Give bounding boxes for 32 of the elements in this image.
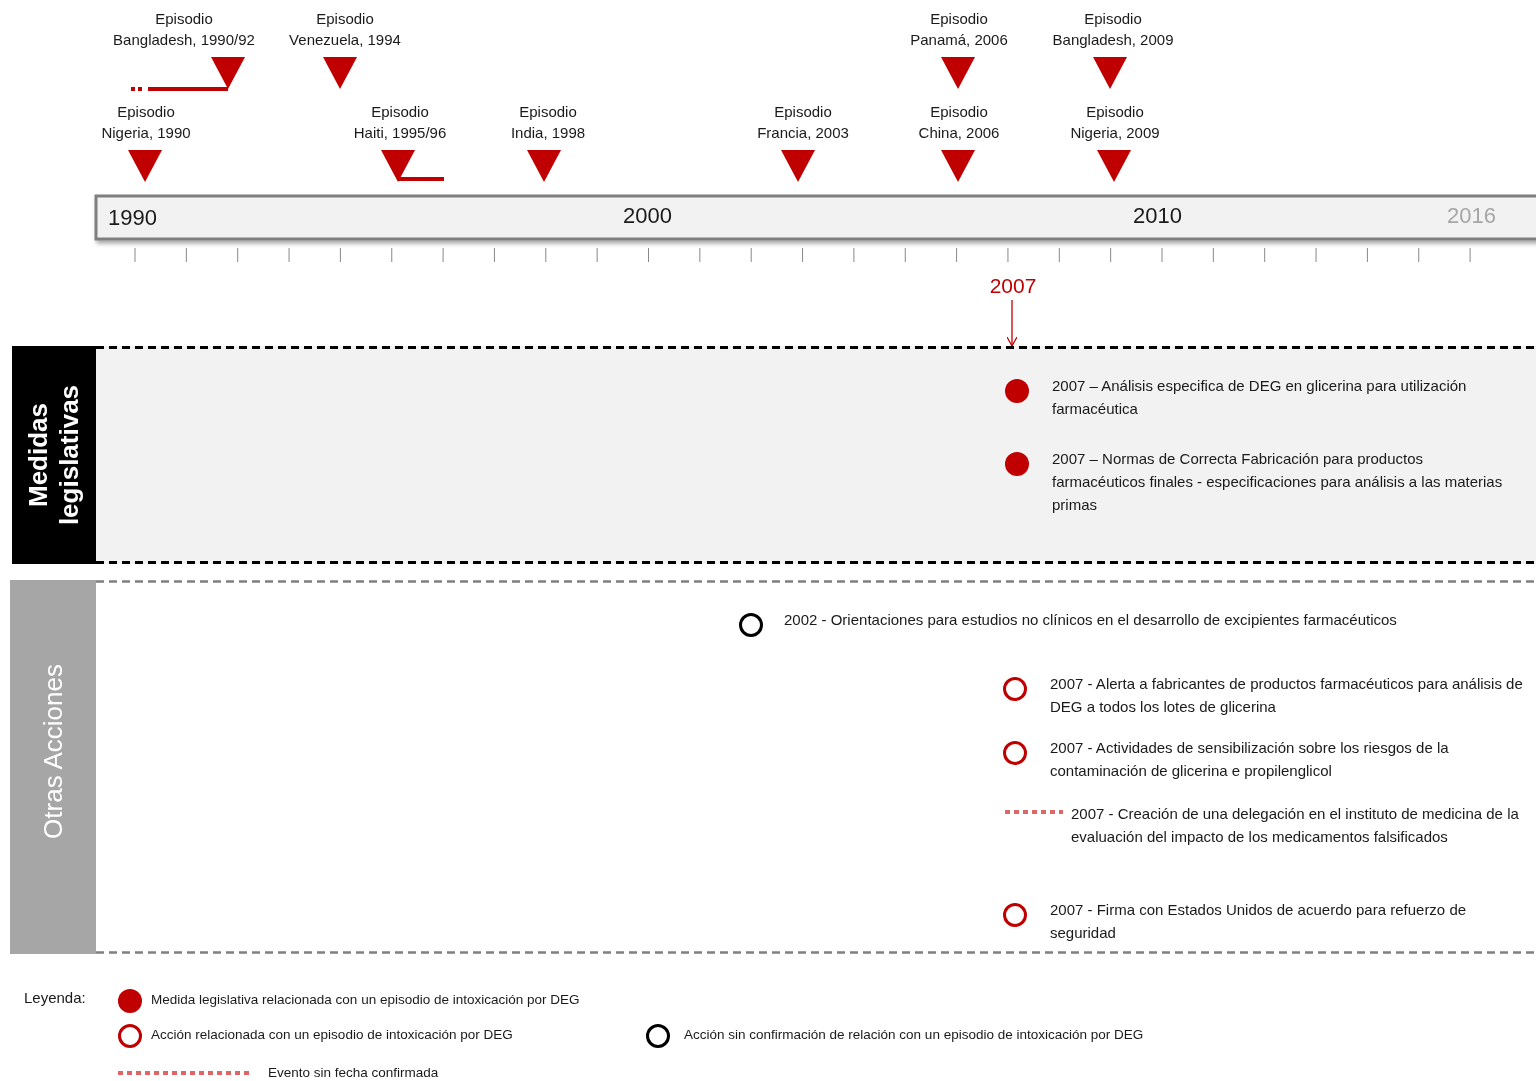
episode-label: Episodio Bangladesh, 1990/92 [112,9,256,50]
event-text: 2007 – Análisis especifica de DEG en glicerina para utilización farmacéutica [1052,376,1468,419]
event-text: 2007 - Creación de una delegación en el instituto de medicina de la evaluación del impacto de los medicamentos falsificados [1071,804,1520,847]
legend-text: Acción sin confirmación de relación con un episodio de intoxicación por DEG [684,1026,1144,1044]
year-label: 2010 [1133,203,1182,229]
event-text: 2007 - Firma con Estados Unidos de acuerdo para refuerzo de seguridad [1050,900,1468,943]
episode-label: Episodio Panamá, 2006 [909,9,1009,50]
lane-band [10,580,1536,954]
year-marker-label: 2007 [988,274,1038,298]
episode-label: Episodio Bangladesh, 2009 [1051,9,1175,50]
episode-label: Episodio Nigeria, 2009 [1069,102,1161,143]
event-text: 2007 - Actividades de sensibilización sobre los riesgos de la contaminación de glicerina e propilenglicol [1050,738,1450,781]
lane-title: Medidas legislativas [23,383,85,528]
year-label: 2000 [623,203,672,229]
episode-label: Episodio Haiti, 1995/96 [352,102,448,143]
year-label: 2016 [1447,203,1496,229]
episode-label: Episodio India, 1998 [509,102,587,143]
legend-text: Evento sin fecha confirmada [268,1064,439,1081]
legend-text: Medida legislativa relacionada con un episodio de intoxicación por DEG [151,991,580,1009]
episode-label: Episodio China, 2006 [917,102,1001,143]
lane-band [12,346,1536,564]
year-label: 1990 [108,205,157,231]
arrow [1006,299,1018,347]
lane-title: Otras Acciones [37,663,69,841]
event-text: 2007 – Normas de Correcta Fabricación para productos farmacéuticos finales - especificaciones para análisis a las materias primas [1052,449,1504,515]
event-text: 2007 - Alerta a fabricantes de productos farmacéuticos para análisis de DEG a todos los lotes de glicerina [1050,674,1524,717]
event-text: 2002 - Orientaciones para estudios no clínicos en el desarrollo de excipientes farmacéuticos [784,610,1398,630]
legend-text: Acción relacionada con un episodio de intoxicación por DEG [151,1026,513,1044]
legend-title: Leyenda: [24,989,86,1006]
episode-label: Episodio Nigeria, 1990 [100,102,192,143]
episode-label: Episodio Francia, 2003 [756,102,850,143]
episode-label: Episodio Venezuela, 1994 [288,9,402,50]
